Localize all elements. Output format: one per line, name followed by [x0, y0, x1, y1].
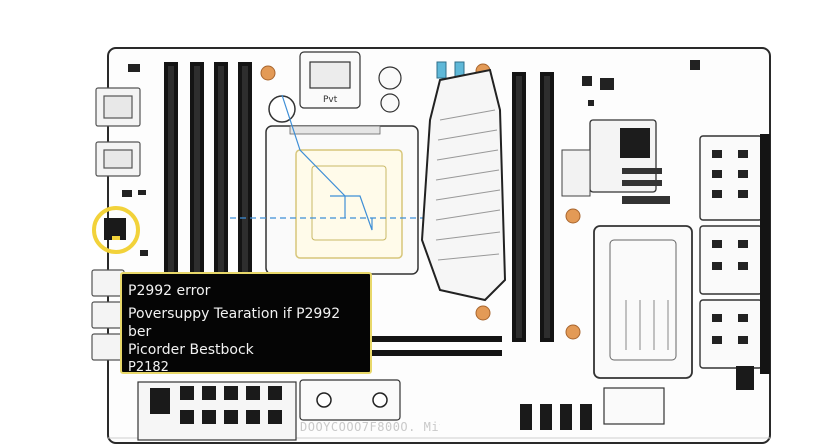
pcie-slots	[370, 336, 502, 356]
error-line-2: Poversuppy Tearation if P2992 ber	[128, 306, 341, 340]
top-connectors	[299, 51, 402, 113]
smd-components	[122, 60, 700, 256]
cpu-socket	[265, 95, 419, 275]
chip-label: Pvt	[323, 95, 338, 105]
bottom-headers	[137, 366, 754, 441]
error-line-4: P2182	[128, 360, 169, 375]
chipset-area	[561, 119, 670, 204]
error-title: P2992 error	[128, 283, 211, 299]
power-connector-pins	[712, 150, 748, 344]
error-line-3: Picorder Bestbock	[128, 342, 254, 358]
ram-slots-right	[512, 72, 554, 342]
pch-block	[593, 225, 693, 379]
power-connectors-right	[699, 135, 763, 369]
vrm-heatsink	[420, 68, 507, 302]
error-panel: P2992 error Poversuppy Tearation if P299…	[120, 272, 372, 375]
board-bottom-label: DOOYCOOO7F800O. Mite	[300, 420, 440, 434]
guide-lines	[230, 94, 490, 231]
highlighted-component	[92, 206, 140, 254]
io-ports-left	[91, 87, 141, 361]
